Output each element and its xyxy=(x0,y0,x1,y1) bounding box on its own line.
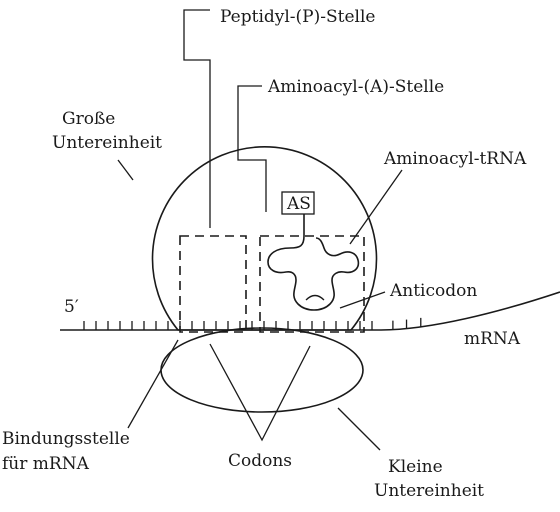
anticodon-leader xyxy=(339,291,386,309)
trna-shape xyxy=(267,235,360,311)
amino-acid-box xyxy=(281,191,315,215)
peptidyl-site-label: Peptidyl-(P)-Stelle xyxy=(220,7,375,27)
small-subunit-shape xyxy=(160,327,364,413)
mrna-label: mRNA xyxy=(464,329,521,349)
large-subunit-label-1: Große xyxy=(62,109,115,129)
aminoacyl-trna-label: Aminoacyl-tRNA xyxy=(383,149,527,169)
large-subunit-shape xyxy=(151,146,378,331)
binding-site-label-1: Bindungsstelle xyxy=(2,429,130,449)
five-prime-label: 5′ xyxy=(64,297,79,317)
aminoacyl-site-label: Aminoacyl-(A)-Stelle xyxy=(267,77,444,97)
peptidyl-site-leader xyxy=(183,9,211,228)
large-subunit-label-2: Untereinheit xyxy=(52,133,162,153)
small-subunit-leader xyxy=(337,407,381,451)
small-subunit-label-1: Kleine xyxy=(388,457,443,477)
amino-acid-label: AS xyxy=(286,194,311,214)
trna-anticodon-loop xyxy=(305,294,325,301)
mrna-strand xyxy=(60,291,560,331)
binding-site-label-2: für mRNA xyxy=(2,454,90,474)
anticodon-label: Anticodon xyxy=(389,281,477,301)
mrna-ticks xyxy=(83,317,422,330)
aminoacyl-site-leader xyxy=(237,85,267,212)
large-subunit-leader xyxy=(117,159,134,181)
small-subunit-label-2: Untereinheit xyxy=(374,481,484,501)
codons-leader xyxy=(209,343,311,442)
a-site-box xyxy=(259,235,365,333)
codons-label: Codons xyxy=(228,451,292,471)
p-site-box xyxy=(179,235,247,333)
binding-site-leader xyxy=(127,339,179,429)
aminoacyl-trna-leader xyxy=(349,169,403,245)
